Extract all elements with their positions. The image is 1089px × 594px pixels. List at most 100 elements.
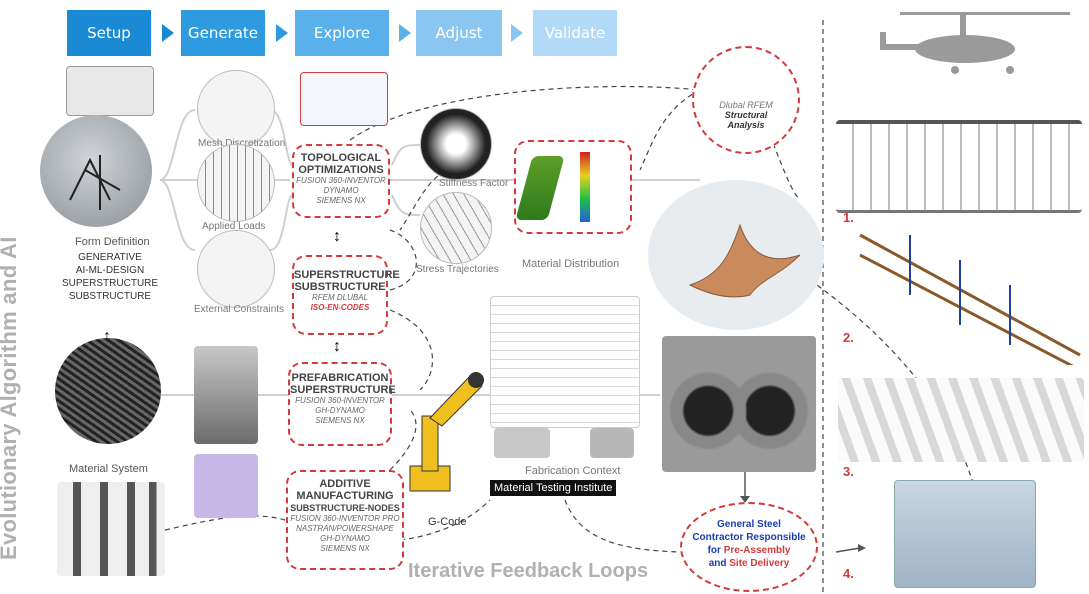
step-adjust: Adjust (416, 10, 502, 56)
form-screenshot-image (66, 66, 154, 116)
box-item: GH-DYNAMO (320, 534, 370, 543)
box-title: SUPERSTRUCTURE (290, 384, 396, 396)
step-label: Generate (187, 24, 259, 42)
step-validate: Validate (533, 10, 617, 56)
bridge-render-image (894, 480, 1036, 588)
material-distribution-box (514, 140, 632, 234)
step-explore: Explore (295, 10, 389, 56)
superstructure-box: SUPERSTRUCTURE SUBSTRUCTURE RFEM DLUBAL … (292, 255, 400, 335)
arrow-icon (511, 24, 523, 42)
step-label: Adjust (435, 24, 483, 42)
contractor-circle: General Steel Contractor Responsible for… (680, 502, 818, 592)
helicopter-icon (880, 12, 1070, 74)
box-title: ADDITIVE (319, 478, 371, 490)
material-distribution-label: Material Distribution (522, 258, 620, 270)
form-line: SUPERSTRUCTURE (61, 278, 159, 289)
tube-sample-image (590, 428, 634, 458)
surface-sample-image (494, 428, 550, 458)
box-item: DYNAMO (323, 186, 359, 195)
step-setup: Setup (67, 10, 151, 56)
dlubal-circle: Dlubal RFEM Structural Analysis (692, 46, 800, 154)
contractor-line: for Pre-Assembly (682, 544, 816, 557)
box-item: SIEMENS NX (316, 196, 366, 205)
external-constraints-circle (197, 230, 275, 308)
step-label: Validate (544, 24, 606, 42)
software-screenshot-image (300, 72, 388, 126)
step-number-1: 1. (843, 210, 854, 225)
box-item: GH-DYNAMO (315, 406, 365, 415)
box-item: FUSION 360-INVENTOR PRO (290, 514, 400, 523)
pipe-photo (662, 336, 816, 472)
dlubal-line: Dlubal RFEM (719, 100, 773, 110)
contractor-line: Contractor Responsible (692, 532, 806, 543)
colored-node-photo (194, 454, 258, 518)
applied-loads-circle (197, 144, 275, 222)
box-item: FUSION 360-INVENTOR (296, 176, 386, 185)
form-line: SUBSTRUCTURE (68, 291, 152, 302)
box-item: FUSION 360-INVENTOR (295, 396, 385, 405)
fea-part-image (515, 156, 565, 220)
printed-columns-image (57, 482, 165, 576)
box-title: SUBSTRUCTURE (294, 281, 386, 293)
stress-trajectories-circle (420, 192, 492, 264)
arrow-icon (162, 24, 174, 42)
contractor-highlight: Pre-Assembly (723, 545, 791, 556)
box-subtitle: SUBSTRUCTURE-NODES (290, 503, 400, 513)
node-render-image (688, 223, 801, 298)
testing-institute-label: Material Testing Institute (490, 480, 617, 496)
feedback-loops-label: Iterative Feedback Loops (408, 560, 649, 582)
fea-colorbar (580, 152, 590, 222)
double-arrow-icon: ↕ (103, 328, 111, 345)
material-system-image (55, 338, 161, 444)
node-photo (194, 346, 258, 444)
mesh-discretization-label: Mesh Discretization (198, 138, 286, 149)
step-number-3: 3. (843, 464, 854, 479)
box-item: RFEM DLUBAL (311, 293, 368, 302)
box-title: TOPOLOGICAL (300, 152, 382, 164)
stiffness-factor-label: Stiffness Factor (439, 178, 509, 189)
test-report-document (490, 296, 640, 428)
form-definition-title: Form Definition (75, 236, 150, 248)
external-constraints-label: External Constraints (194, 304, 285, 315)
arrow-icon (276, 24, 288, 42)
box-item: SIEMENS NX (315, 416, 365, 425)
contractor-highlight: Site Delivery (729, 558, 790, 569)
bridge-elevation-image (836, 120, 1082, 213)
form-line: AI-ML-DESIGN (75, 265, 145, 276)
structure-sketch-icon (69, 155, 121, 210)
box-title: SUPERSTRUCTURE (294, 269, 400, 281)
dlubal-line: Analysis (727, 120, 765, 130)
robot-arm-image (409, 372, 484, 492)
mesh-discretization-circle (197, 70, 275, 148)
topological-optimizations-box: TOPOLOGICAL OPTIMIZATIONS FUSION 360-INV… (292, 144, 390, 218)
stiffness-factor-circle (420, 108, 492, 180)
box-title: OPTIMIZATIONS (298, 164, 384, 176)
step-label: Setup (87, 24, 131, 42)
material-system-label: Material System (69, 463, 148, 475)
double-arrow-icon: ↕ (333, 338, 341, 355)
gcode-label: G-Code (428, 516, 467, 528)
iso-code-label: ISO-EN-CODES (310, 303, 370, 312)
nodes-array-image (838, 378, 1084, 462)
prefabrication-box: PREFABRICATION SUPERSTRUCTURE FUSION 360… (288, 362, 396, 446)
stress-trajectories-label: Stress Trajectories (416, 264, 499, 275)
double-arrow-icon: ↕ (333, 228, 341, 245)
box-title: MANUFACTURING (296, 490, 394, 502)
box-title: PREFABRICATION (291, 372, 389, 384)
truss-model-image (859, 233, 1081, 365)
step-label: Explore (313, 24, 371, 42)
contractor-word: for (707, 545, 721, 556)
form-line: GENERATIVE (78, 252, 142, 263)
additive-manufacturing-box: ADDITIVE MANUFACTURING SUBSTRUCTURE-NODE… (286, 470, 404, 570)
contractor-line: General Steel (717, 519, 781, 530)
dlubal-line: Structural (724, 110, 768, 120)
arrow-icon (399, 24, 411, 42)
fabrication-context-label: Fabrication Context (525, 465, 621, 477)
step-generate: Generate (181, 10, 265, 56)
step-number-4: 4. (843, 566, 854, 581)
contractor-word: and (708, 558, 727, 569)
box-item: SIEMENS NX (320, 544, 370, 553)
step-number-2: 2. (843, 330, 854, 345)
contractor-line: and Site Delivery (682, 557, 816, 570)
applied-loads-label: Applied Loads (202, 221, 266, 232)
